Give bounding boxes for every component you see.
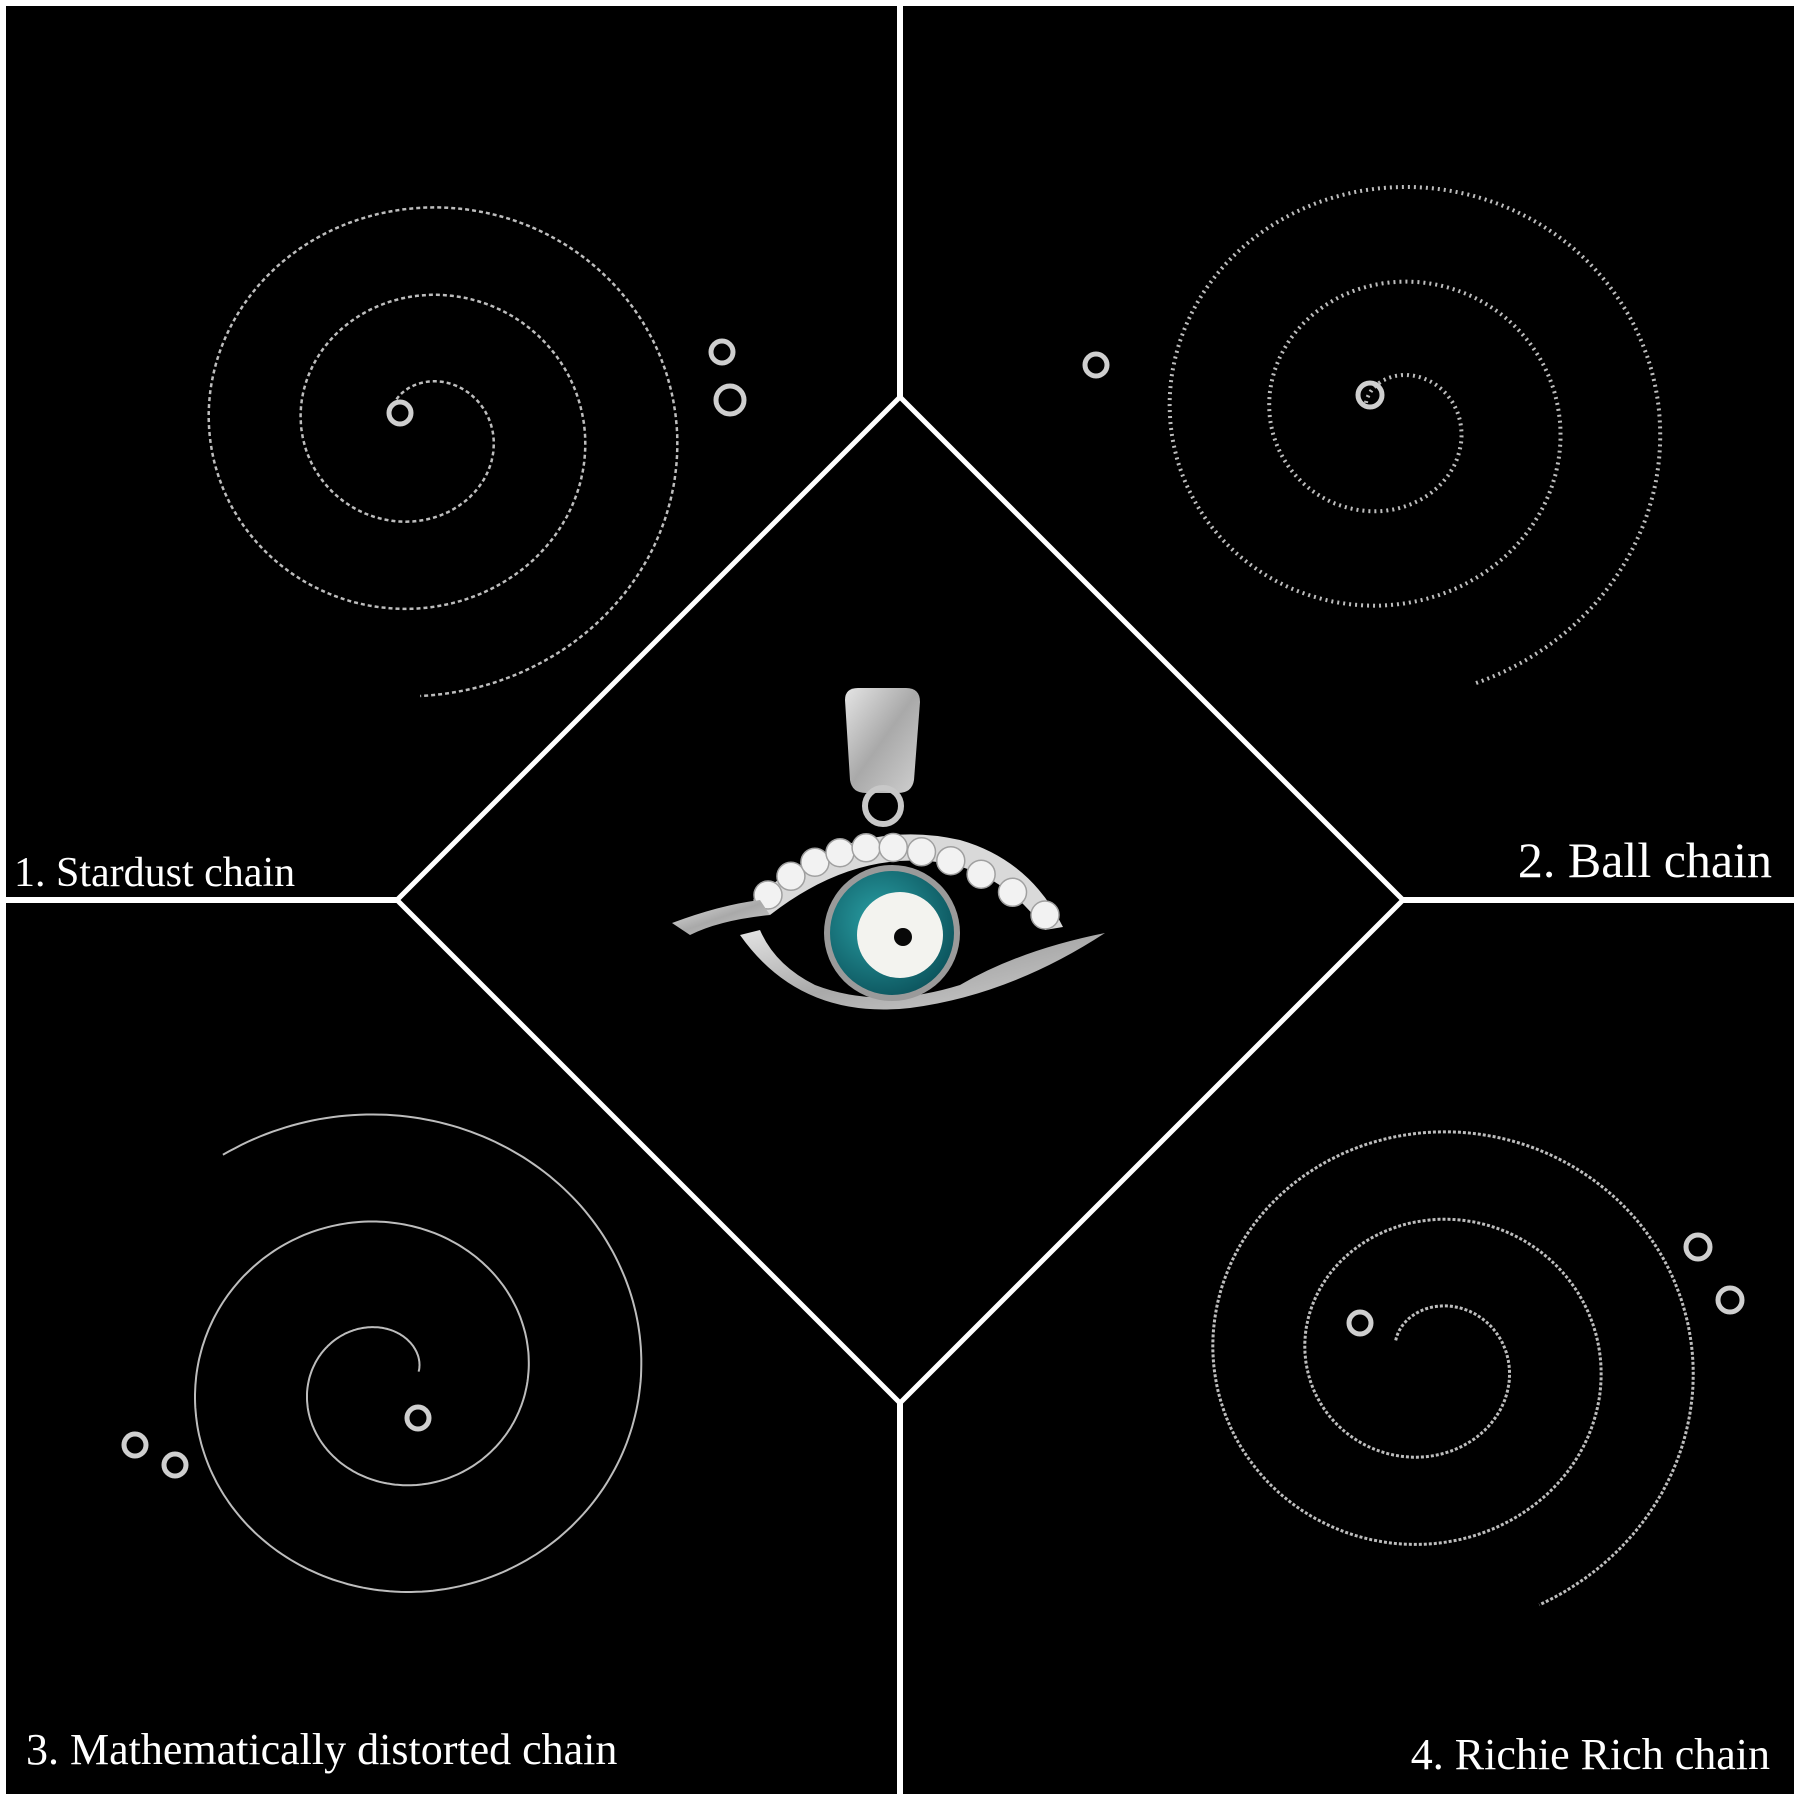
eye-lower-lid (740, 930, 1105, 1010)
clasp-ring (386, 399, 414, 427)
panel-3-label: 3. Mathematically distorted chain (26, 1725, 618, 1774)
clasp-ring (1355, 380, 1385, 410)
cz-stone (997, 877, 1028, 908)
clasp-ring (713, 383, 747, 417)
box-chain (1211, 1130, 1695, 1607)
jump-ring (862, 785, 904, 827)
clasp-ring (404, 1404, 432, 1432)
clasp-ring (1683, 1232, 1713, 1262)
cz-stone (825, 837, 855, 868)
clasp-ring (121, 1431, 149, 1459)
cz-stone (936, 845, 966, 876)
cz-stone (851, 833, 881, 863)
panel-1-label: 1. Stardust chain (14, 850, 296, 896)
cz-stone (906, 837, 937, 867)
eye-tip (672, 900, 770, 935)
clasp-ring (161, 1451, 189, 1479)
clasp-ring (708, 338, 736, 366)
pendant-bail (845, 688, 920, 793)
evil-eye-pendant (672, 688, 1105, 1010)
cz-stone (1030, 900, 1060, 930)
clasp-ring (1082, 351, 1110, 379)
stardust-chain (207, 206, 679, 698)
cz-stone (776, 861, 806, 892)
clasp-ring (1346, 1309, 1374, 1337)
cz-stone (800, 847, 830, 877)
cz-stone (966, 859, 996, 889)
panel-4-label: 4. Richie Rich chain (1410, 1730, 1770, 1779)
cz-stone (878, 832, 908, 863)
pupil (894, 928, 912, 946)
panel-2-label: 2. Ball chain (1517, 832, 1772, 888)
clasp-ring (1715, 1285, 1745, 1315)
snake-chain (194, 1113, 643, 1593)
